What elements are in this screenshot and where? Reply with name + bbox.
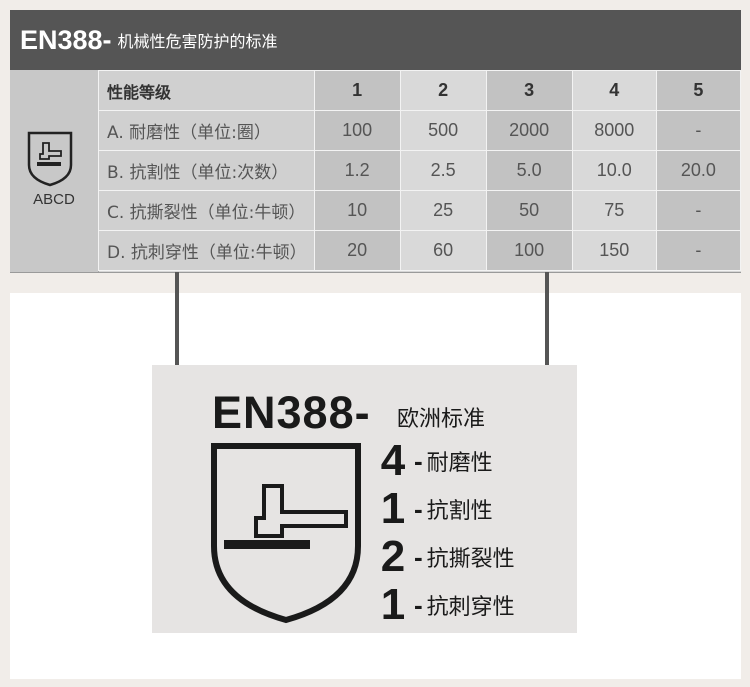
sign-code: EN388-	[212, 387, 371, 438]
table-cell: -	[655, 110, 742, 151]
table-cell: 2000	[485, 110, 573, 151]
hammer-shield-icon	[211, 443, 361, 624]
table-cell: 150	[571, 230, 657, 271]
hanging-wire-left	[175, 272, 179, 365]
hanging-wire-right	[545, 272, 549, 365]
table-cell: 2.5	[399, 150, 487, 191]
table-cell: 500	[399, 110, 487, 151]
header-code: EN388-	[20, 24, 112, 55]
table-cell: 10.0	[571, 150, 657, 191]
rating-row: 1 - 抗割性	[378, 484, 515, 533]
table-row: C. 抗撕裂性（单位:牛顿） 10 25 50 75 -	[98, 190, 742, 231]
rating-row: 2 - 抗撕裂性	[378, 532, 515, 581]
performance-table: ABCD 性能等级 1 2 3 4 5 A. 耐磨性（单位:圈） 100 500…	[10, 70, 742, 273]
rating-dash: -	[414, 589, 423, 620]
rating-row: 4 - 耐磨性	[378, 436, 515, 485]
rating-row: 1 - 抗刺穿性	[378, 580, 515, 629]
en388-sign: EN388- 欧洲标准 4 - 耐磨性 1 - 抗割性 2 - 抗撕裂性 1 -…	[152, 365, 577, 633]
glove-hammer-shield-icon	[27, 131, 73, 187]
standard-header: EN388- 机械性危害防护的标准	[10, 10, 741, 70]
table-cell: 100	[485, 230, 573, 271]
rating-dash: -	[414, 541, 423, 572]
table-row: B. 抗割性（单位:次数） 1.2 2.5 5.0 10.0 20.0	[98, 150, 742, 191]
rating-value: 1	[380, 580, 406, 629]
rating-dash: -	[414, 445, 423, 476]
level-header: 2	[399, 70, 487, 111]
table-cell: 8000	[571, 110, 657, 151]
table-cell: 60	[399, 230, 487, 271]
table-row: A. 耐磨性（单位:圈） 100 500 2000 8000 -	[98, 110, 742, 151]
table-cell: 100	[313, 110, 401, 151]
ratings-list: 4 - 耐磨性 1 - 抗割性 2 - 抗撕裂性 1 - 抗刺穿性	[378, 436, 515, 629]
table-cell: 20.0	[655, 150, 742, 191]
table-cell: 5.0	[485, 150, 573, 191]
table-cell: 25	[399, 190, 487, 231]
row-label: D. 抗刺穿性（单位:牛顿）	[98, 230, 315, 271]
table-cell: 1.2	[313, 150, 401, 191]
row-label: C. 抗撕裂性（单位:牛顿）	[98, 190, 315, 231]
rating-value: 4	[380, 436, 406, 485]
rating-label: 耐磨性	[426, 451, 493, 476]
level-header: 1	[313, 70, 401, 111]
rating-value: 2	[380, 532, 406, 581]
level-header: 3	[485, 70, 573, 111]
header-description: 机械性危害防护的标准	[117, 32, 278, 51]
performance-grid: 性能等级 1 2 3 4 5 A. 耐磨性（单位:圈） 100 500 2000…	[98, 70, 742, 271]
rating-dash: -	[414, 493, 423, 524]
rating-label: 抗刺穿性	[426, 595, 515, 620]
sign-description: 欧洲标准	[397, 407, 486, 432]
row-label: A. 耐磨性（单位:圈）	[98, 110, 315, 151]
table-cell: -	[655, 230, 742, 271]
row-label: B. 抗割性（单位:次数）	[98, 150, 315, 191]
rating-label: 抗割性	[426, 499, 493, 524]
table-cell: 20	[313, 230, 401, 271]
rating-label: 抗撕裂性	[426, 547, 515, 572]
table-cell: -	[655, 190, 742, 231]
table-header-row: 性能等级 1 2 3 4 5	[98, 70, 742, 111]
icon-caption: ABCD	[33, 191, 75, 208]
table-cell: 75	[571, 190, 657, 231]
table-cell: 50	[485, 190, 573, 231]
table-cell: 10	[313, 190, 401, 231]
level-header: 5	[655, 70, 742, 111]
table-row: D. 抗刺穿性（单位:牛顿） 20 60 100 150 -	[98, 230, 742, 271]
header-label: 性能等级	[98, 70, 315, 111]
rating-value: 1	[380, 484, 406, 533]
level-header: 4	[571, 70, 657, 111]
icon-cell: ABCD	[10, 70, 99, 272]
